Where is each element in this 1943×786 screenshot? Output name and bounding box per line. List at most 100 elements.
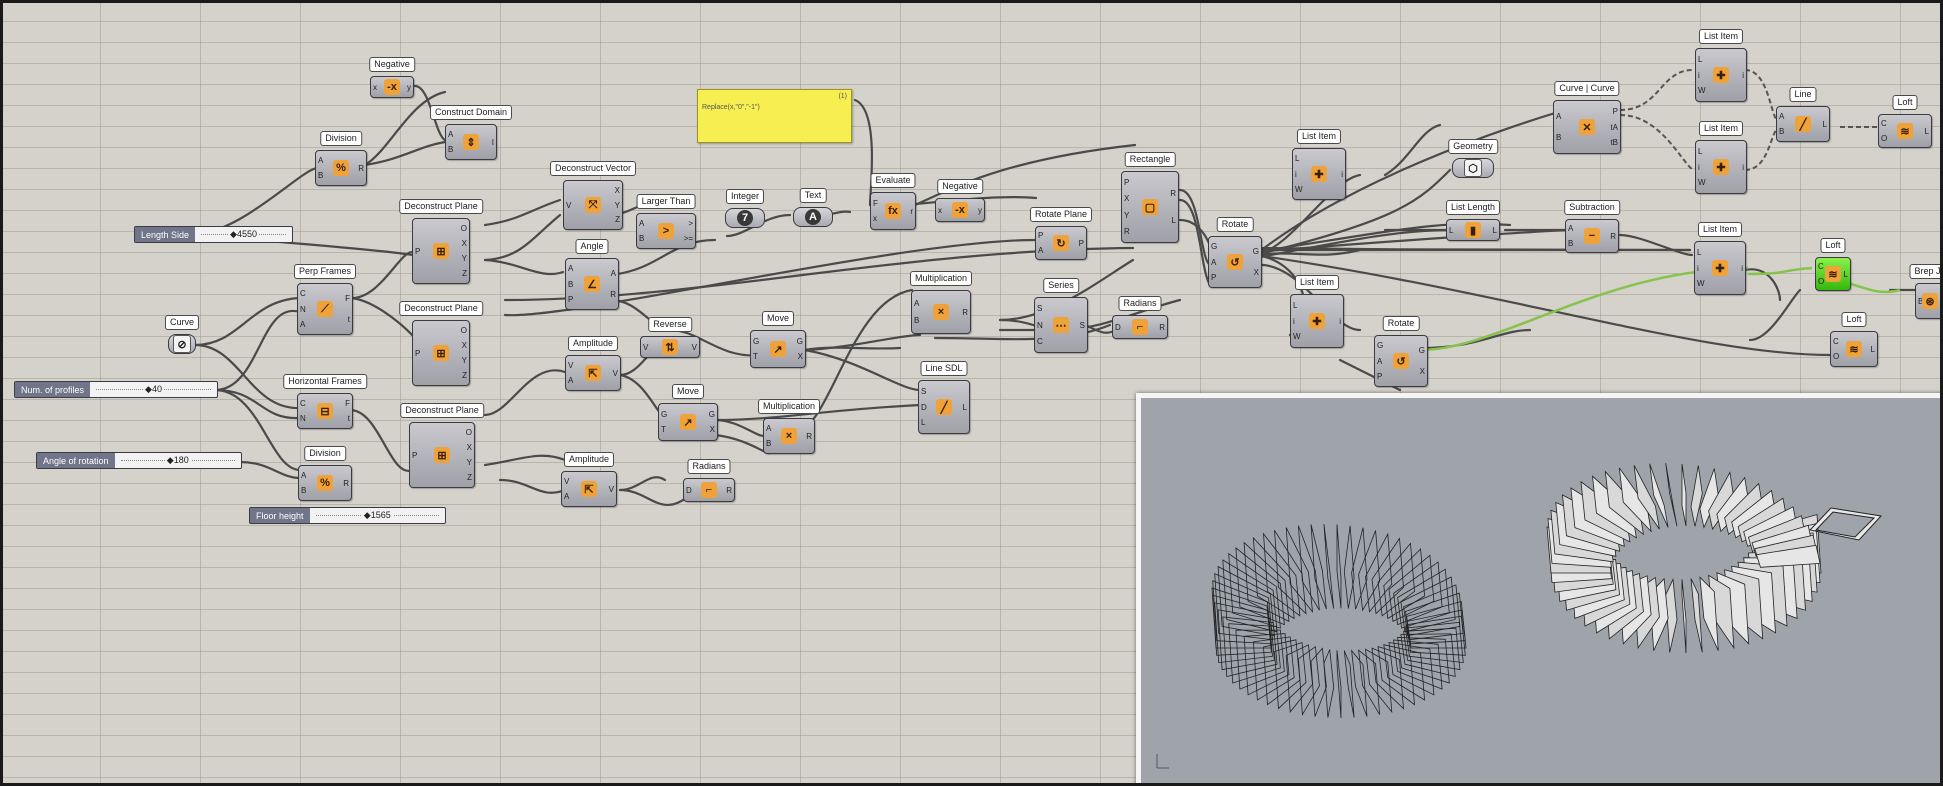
input-port[interactable]: N: [300, 304, 306, 314]
panel-expression[interactable]: (1) Replace(x,"0","-1"): [697, 89, 852, 143]
output-port[interactable]: V: [691, 342, 697, 352]
output-port[interactable]: R: [1170, 189, 1176, 198]
input-port[interactable]: S: [1037, 304, 1043, 314]
output-port[interactable]: S: [1079, 320, 1085, 330]
output-port[interactable]: X: [461, 239, 467, 248]
input-port[interactable]: C: [300, 399, 306, 408]
output-port[interactable]: t: [347, 414, 350, 423]
input-ports[interactable]: x: [938, 198, 942, 222]
input-port[interactable]: P: [1211, 272, 1217, 282]
output-port[interactable]: P: [1078, 238, 1084, 248]
input-port[interactable]: A: [300, 319, 306, 329]
input-port[interactable]: x: [938, 205, 942, 215]
output-ports[interactable]: L: [1844, 257, 1848, 291]
output-ports[interactable]: R: [806, 418, 812, 454]
output-ports[interactable]: R: [343, 465, 349, 501]
node-curve[interactable]: Curve⊘: [164, 315, 200, 354]
output-port[interactable]: L: [1171, 216, 1176, 225]
output-ports[interactable]: i: [1742, 48, 1744, 102]
output-ports[interactable]: i: [1742, 140, 1744, 194]
input-port[interactable]: A: [1568, 224, 1574, 234]
input-port[interactable]: P: [568, 294, 574, 304]
output-ports[interactable]: I: [492, 124, 494, 160]
output-port[interactable]: Y: [461, 254, 467, 263]
input-port[interactable]: W: [1697, 279, 1705, 289]
input-port[interactable]: V: [564, 477, 570, 486]
input-port[interactable]: B: [1556, 133, 1562, 142]
output-ports[interactable]: L: [1925, 114, 1929, 148]
input-port[interactable]: R: [1124, 226, 1130, 236]
output-port[interactable]: X: [709, 425, 715, 435]
input-ports[interactable]: B: [1918, 283, 1923, 319]
output-port[interactable]: V: [608, 484, 614, 494]
input-port[interactable]: P: [1377, 371, 1383, 381]
input-port[interactable]: C: [1818, 262, 1824, 272]
output-port[interactable]: G: [708, 409, 715, 419]
input-port[interactable]: P: [1038, 231, 1044, 241]
output-port[interactable]: R: [358, 163, 364, 173]
output-ports[interactable]: V: [613, 355, 618, 391]
input-port[interactable]: B: [1918, 296, 1924, 306]
input-port[interactable]: B: [318, 171, 324, 180]
input-port[interactable]: A: [1377, 356, 1383, 366]
input-port[interactable]: W: [1295, 184, 1303, 194]
output-port[interactable]: G: [1418, 346, 1425, 356]
input-port[interactable]: D: [686, 485, 692, 495]
output-ports[interactable]: R: [726, 478, 732, 502]
input-port[interactable]: O: [1833, 352, 1840, 361]
input-port[interactable]: B: [914, 316, 920, 326]
input-port[interactable]: W: [1698, 178, 1706, 188]
input-port[interactable]: A: [318, 156, 324, 165]
output-port[interactable]: i: [1341, 169, 1343, 179]
output-port[interactable]: A: [610, 269, 616, 279]
output-ports[interactable]: S: [1080, 297, 1085, 353]
input-port[interactable]: N: [1037, 320, 1043, 330]
output-ports[interactable]: i: [1341, 148, 1343, 200]
output-ports[interactable]: >>=: [684, 213, 693, 249]
input-port[interactable]: C: [300, 289, 306, 299]
input-port[interactable]: N: [300, 414, 306, 423]
output-port[interactable]: F: [345, 399, 350, 408]
output-port[interactable]: y: [978, 205, 982, 215]
input-ports[interactable]: P: [415, 218, 420, 284]
input-port[interactable]: P: [415, 348, 421, 358]
output-port[interactable]: V: [612, 368, 618, 378]
input-port[interactable]: i: [1293, 316, 1295, 326]
output-ports[interactable]: R: [1159, 315, 1165, 339]
output-port[interactable]: tB: [1610, 138, 1618, 148]
input-ports[interactable]: P: [412, 422, 417, 488]
output-port[interactable]: O: [460, 224, 467, 233]
output-port[interactable]: L: [1492, 225, 1497, 235]
input-ports[interactable]: V: [643, 336, 648, 358]
input-port[interactable]: O: [1881, 133, 1888, 143]
slider-length-side[interactable]: Length Side ◆4550: [134, 226, 293, 243]
